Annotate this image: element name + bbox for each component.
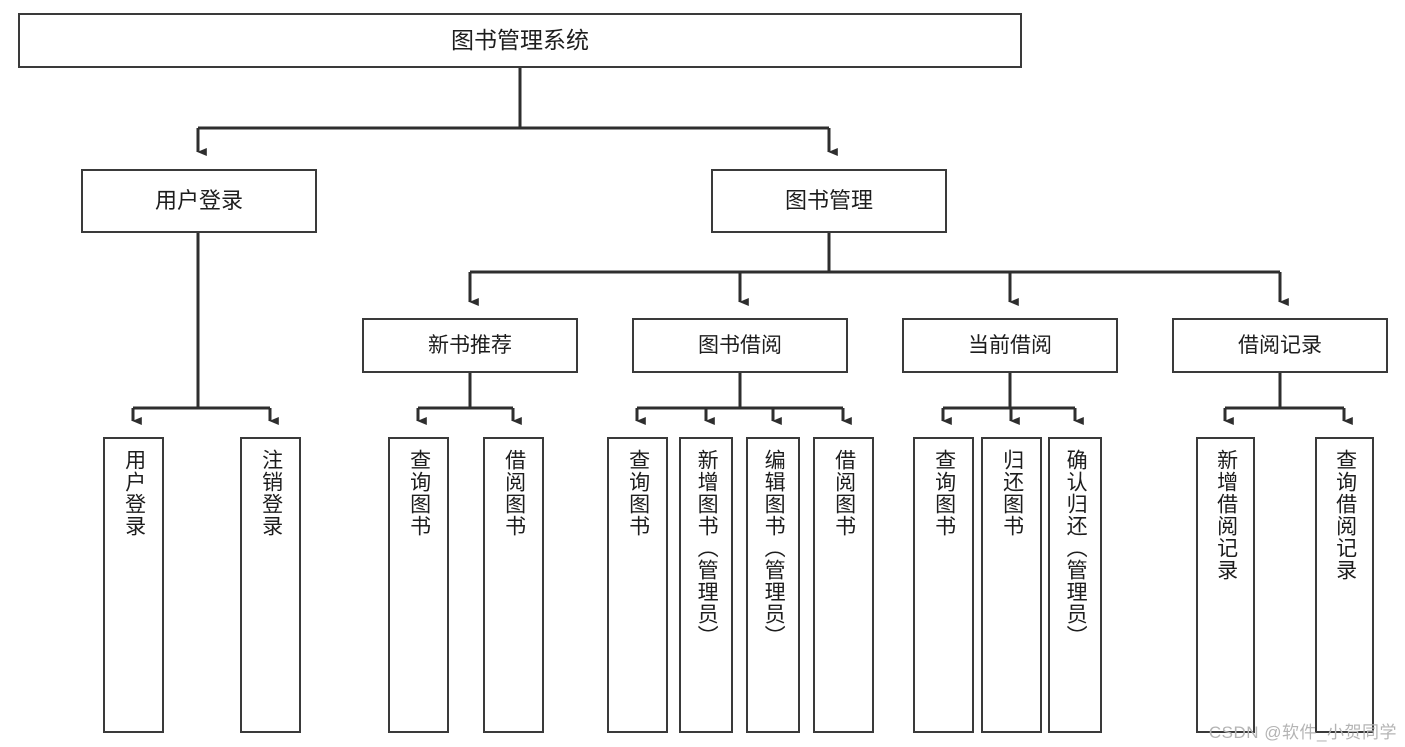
node-current-borrow-label: 当前借阅 bbox=[968, 333, 1052, 357]
node-new-book-recommend[interactable]: 新书推荐 bbox=[362, 318, 578, 373]
leaf-query-book-1-label: 查询图书 bbox=[407, 449, 431, 537]
leaf-return-book[interactable]: 归还图书 bbox=[981, 437, 1042, 733]
leaf-user-login[interactable]: 用户登录 bbox=[103, 437, 164, 733]
leaf-query-record-label: 查询借阅记录 bbox=[1333, 449, 1357, 581]
leaf-edit-book-admin-label: 编辑图书（管理员） bbox=[762, 449, 786, 647]
leaf-return-book-label: 归还图书 bbox=[1000, 449, 1024, 537]
node-current-borrow[interactable]: 当前借阅 bbox=[902, 318, 1118, 373]
leaf-query-book-3[interactable]: 查询图书 bbox=[913, 437, 974, 733]
leaf-query-book-2-label: 查询图书 bbox=[626, 449, 650, 537]
leaf-query-record[interactable]: 查询借阅记录 bbox=[1315, 437, 1374, 733]
leaf-logout-login-label: 注销登录 bbox=[259, 449, 283, 537]
node-borrow-record[interactable]: 借阅记录 bbox=[1172, 318, 1388, 373]
leaf-add-record-label: 新增借阅记录 bbox=[1214, 449, 1238, 581]
node-user-login[interactable]: 用户登录 bbox=[81, 169, 317, 233]
node-root-label: 图书管理系统 bbox=[451, 26, 589, 53]
node-book-manage-label: 图书管理 bbox=[784, 187, 873, 213]
leaf-add-record[interactable]: 新增借阅记录 bbox=[1196, 437, 1255, 733]
node-borrow-record-label: 借阅记录 bbox=[1238, 333, 1322, 357]
node-book-manage[interactable]: 图书管理 bbox=[711, 169, 947, 233]
leaf-query-book-2[interactable]: 查询图书 bbox=[607, 437, 668, 733]
leaf-query-book-1[interactable]: 查询图书 bbox=[388, 437, 449, 733]
watermark-text: CSDN @软件_小贺同学 bbox=[1208, 723, 1397, 742]
node-book-borrow-label: 图书借阅 bbox=[698, 333, 782, 357]
leaf-edit-book-admin[interactable]: 编辑图书（管理员） bbox=[746, 437, 800, 733]
node-root[interactable]: 图书管理系统 bbox=[18, 13, 1022, 68]
leaf-confirm-return[interactable]: 确认归还（管理员） bbox=[1048, 437, 1102, 733]
leaf-query-book-3-label: 查询图书 bbox=[932, 449, 956, 537]
leaf-confirm-return-label: 确认归还（管理员） bbox=[1064, 449, 1088, 647]
leaf-add-book-admin[interactable]: 新增图书（管理员） bbox=[679, 437, 733, 733]
leaf-borrow-book-1[interactable]: 借阅图书 bbox=[483, 437, 544, 733]
leaf-logout-login[interactable]: 注销登录 bbox=[240, 437, 301, 733]
node-book-borrow[interactable]: 图书借阅 bbox=[632, 318, 848, 373]
node-user-login-label: 用户登录 bbox=[154, 187, 243, 213]
leaf-borrow-book-2[interactable]: 借阅图书 bbox=[813, 437, 874, 733]
leaf-user-login-label: 用户登录 bbox=[122, 449, 146, 537]
leaf-borrow-book-2-label: 借阅图书 bbox=[832, 449, 856, 537]
leaf-borrow-book-1-label: 借阅图书 bbox=[502, 449, 526, 537]
leaf-add-book-admin-label: 新增图书（管理员） bbox=[695, 449, 719, 647]
node-new-book-recommend-label: 新书推荐 bbox=[428, 333, 512, 357]
